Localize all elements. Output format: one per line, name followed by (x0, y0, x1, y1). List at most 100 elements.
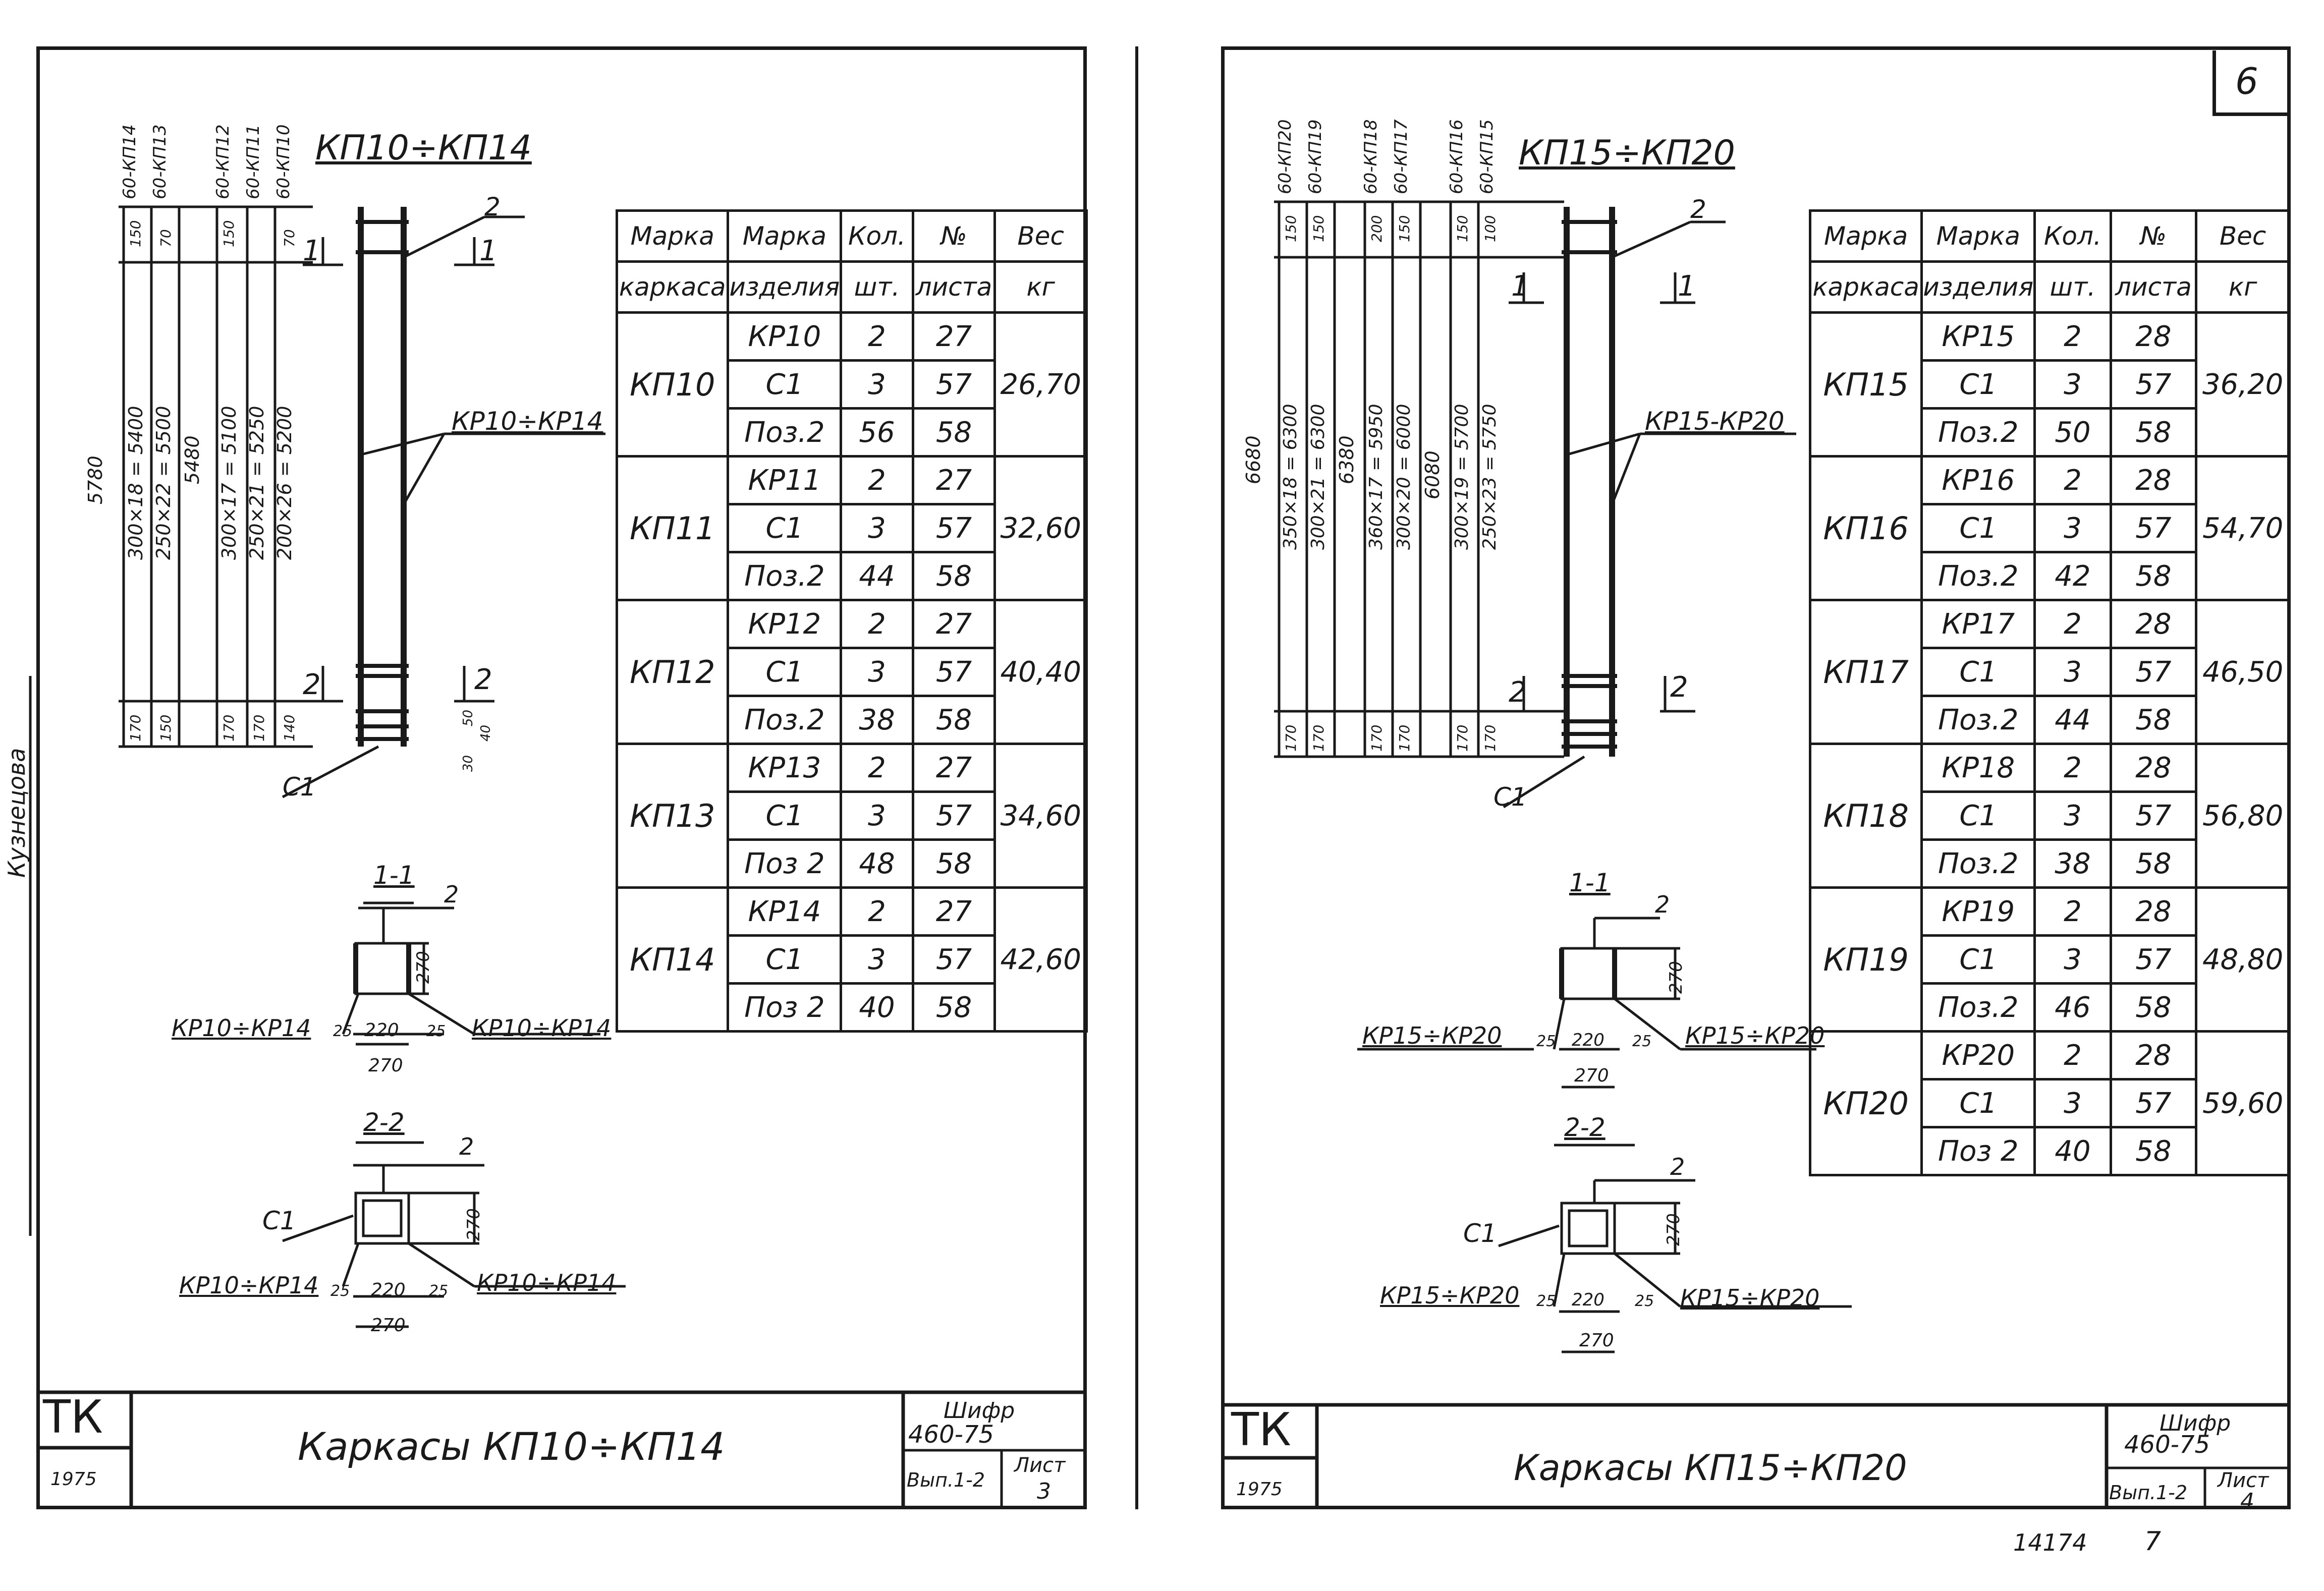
frame-mark-cell: КП19 (1808, 886, 1923, 1033)
header-cell: кг (993, 260, 1088, 314)
left-top-mark-3: 60-КП12 (213, 124, 233, 199)
left-stamp-list-label: Лист (1014, 1454, 1066, 1477)
item-cell: КР19 (1920, 886, 2036, 937)
left-stamp-vyp: Вып.1-2 (907, 1469, 985, 1491)
qty-cell: 3 (840, 359, 914, 410)
header-cell: № (911, 209, 997, 263)
qty-cell: 3 (840, 647, 914, 697)
left-sec22-left-label: КР10÷КР14 (179, 1272, 319, 1299)
weight-cell: 34,60 (993, 743, 1088, 889)
item-cell: Поз.2 (1920, 551, 2036, 601)
sheet-cell: 57 (911, 359, 997, 410)
right-stamp-list-label: Лист (2218, 1469, 2269, 1492)
weight-cell: 56,80 (2195, 743, 2291, 889)
right-frame-label: КР15-КР20 (1645, 407, 1785, 436)
left-section1-b: 1 (479, 235, 497, 267)
header-cell: Марка (1920, 209, 2036, 263)
sheet-cell: 27 (911, 455, 997, 505)
left-sec11-d25b: 25 (426, 1022, 446, 1040)
left-top-small-4: 70 (281, 229, 298, 247)
qty-cell: 2 (2033, 886, 2112, 937)
qty-cell: 2 (840, 455, 914, 505)
sheet-cell: 28 (2109, 1030, 2198, 1081)
weight-cell: 59,60 (2195, 1030, 2291, 1176)
left-top-small-3: 150 (220, 220, 237, 247)
footer-number-1: 14174 (2013, 1529, 2087, 1556)
right-dim-6: 300×20 = 6000 (1394, 404, 1414, 550)
right-top-small-4: 150 (1396, 215, 1413, 242)
weight-cell: 26,70 (993, 311, 1088, 458)
right-bottom-small-2: 170 (1310, 724, 1327, 752)
sheet-cell: 58 (911, 695, 997, 745)
qty-cell: 2 (840, 311, 914, 362)
right-section1-b: 1 (1678, 270, 1696, 303)
right-sec11-d220: 220 (1572, 1030, 1604, 1050)
left-sec11-d270: 270 (368, 1055, 403, 1076)
corner-sheet-box (2212, 50, 2288, 116)
right-heading: КП15÷КП20 (1519, 133, 1735, 173)
qty-cell: 2 (2033, 599, 2112, 649)
weight-cell: 46,50 (2195, 599, 2291, 745)
qty-cell: 46 (2033, 982, 2112, 1033)
frame-mark-cell: КП15 (1808, 311, 1923, 458)
item-cell: С1 (727, 503, 843, 553)
right-dim-8: 300×19 = 5700 (1452, 404, 1472, 550)
frame-mark-cell: КП11 (615, 455, 730, 601)
sheet-cell: 58 (911, 407, 997, 458)
header-cell: Вес (2195, 209, 2291, 263)
sheet-cell: 57 (2109, 503, 2198, 553)
qty-cell: 3 (840, 503, 914, 553)
header-cell: Марка (1808, 209, 1923, 263)
item-cell: Поз.2 (727, 695, 843, 745)
right-top-small-3: 200 (1368, 215, 1385, 242)
weight-cell: 36,20 (2195, 311, 2291, 458)
item-cell: С1 (727, 790, 843, 841)
left-dim-5: 300×17 = 5100 (218, 406, 240, 560)
right-sec22-right-label: КР15÷КР20 (1680, 1284, 1820, 1312)
header-cell: каркаса (1808, 260, 1923, 314)
header-cell: № (2109, 209, 2198, 263)
left-dim-4: 5480 (181, 435, 203, 484)
qty-cell: 44 (840, 551, 914, 601)
item-cell: КР20 (1920, 1030, 2036, 1081)
qty-cell: 3 (2033, 647, 2112, 697)
sheet-cell: 57 (911, 647, 997, 697)
item-cell: КР10 (727, 311, 843, 362)
left-bottom-small-3: 170 (220, 714, 237, 742)
frame-mark-cell: КП16 (1808, 455, 1923, 601)
item-cell: КР16 (1920, 455, 2036, 505)
right-sec11-pos: 2 (1655, 891, 1670, 918)
left-sec22-pos: 2 (459, 1133, 474, 1160)
right-sec22-d270v: 270 (1664, 1213, 1684, 1246)
right-top-mark-5: 60-КП16 (1447, 119, 1467, 194)
qty-cell: 3 (2033, 503, 2112, 553)
sheet-cell: 27 (911, 311, 997, 362)
right-section2-a: 2 (1509, 676, 1527, 709)
left-top-mark-1: 60-КП14 (120, 124, 140, 199)
left-c1-label: С1 (283, 772, 316, 802)
left-top-mark-4: 60-КП11 (243, 124, 263, 199)
item-cell: Поз.2 (727, 407, 843, 458)
qty-cell: 38 (2033, 838, 2112, 889)
left-stamp-list: 3 (1037, 1479, 1051, 1504)
item-cell: С1 (727, 647, 843, 697)
right-sec22-d25b: 25 (1635, 1292, 1654, 1310)
right-top-mark-4: 60-КП17 (1391, 119, 1411, 194)
left-sec11-d25a: 25 (333, 1022, 353, 1040)
right-dim-total: 6680 (1242, 435, 1264, 484)
item-cell: КР18 (1920, 743, 2036, 793)
left-bottom-small-2: 150 (157, 714, 174, 742)
qty-cell: 3 (840, 790, 914, 841)
sheet-cell: 57 (2109, 647, 2198, 697)
right-sec11-d270: 270 (1574, 1065, 1609, 1086)
sheet-cell: 58 (2109, 695, 2198, 745)
sheet-cell: 58 (911, 982, 997, 1033)
qty-cell: 2 (2033, 455, 2112, 505)
right-stamp-vyp: Вып.1-2 (2109, 1482, 2188, 1504)
qty-cell: 2 (2033, 743, 2112, 793)
left-frame-label: КР10÷КР14 (452, 407, 603, 436)
left-stamp-code-label: Шифр (944, 1398, 1015, 1424)
right-top-mark-1: 60-КП20 (1275, 119, 1295, 194)
header-cell: шт. (2033, 260, 2112, 314)
item-cell: КР17 (1920, 599, 2036, 649)
